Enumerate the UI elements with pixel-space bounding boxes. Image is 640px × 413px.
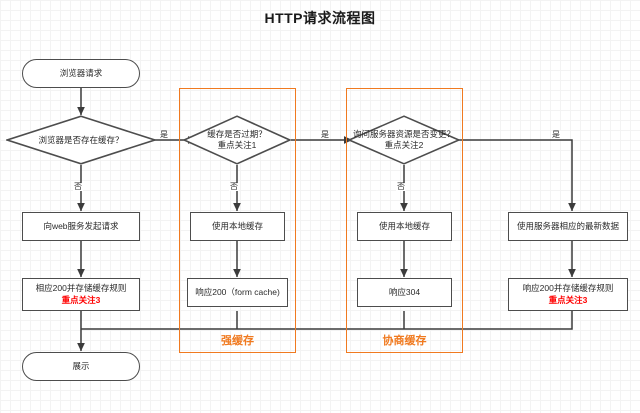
page-title: HTTP请求流程图 (264, 10, 376, 26)
node-use-latest-server-data[interactable]: 使用服务器相应的最新数据 (508, 212, 628, 241)
node-display[interactable]: 展示 (22, 352, 140, 381)
node-response-304[interactable]: 响应304 (357, 278, 452, 307)
node-decision-ask-server-changed[interactable]: 询问服务器资源是否变更？ 重点关注2 (348, 115, 460, 165)
node-highlight-note: 重点关注2 (384, 140, 424, 150)
node-label: 响应304 (388, 287, 421, 298)
group-label-strong-cache: 强缓存 (221, 335, 254, 347)
node-label: 浏览器是否存在缓存？ (38, 134, 124, 145)
node-use-local-cache-strong[interactable]: 使用本地缓存 (190, 212, 285, 241)
diamond-shape (348, 115, 460, 165)
diamond-shape (6, 115, 156, 165)
node-label: 响应200并存储缓存规则 (522, 283, 614, 294)
node-label: 展示 (72, 361, 90, 372)
node-label: 相应200并存储缓存规则 (35, 283, 127, 294)
node-highlight-note: 重点关注3 (61, 295, 101, 305)
node-label: 询问服务器资源是否变更？ (352, 129, 455, 140)
node-decision-cache-expired[interactable]: 缓存是否过期？ 重点关注1 (183, 115, 291, 165)
node-browser-request[interactable]: 浏览器请求 (22, 59, 140, 88)
node-label: 浏览器请求 (59, 68, 103, 79)
node-decision-browser-has-cache[interactable]: 浏览器是否存在缓存？ (6, 115, 156, 165)
node-response-200-from-cache[interactable]: 响应200（form cache) (187, 278, 288, 307)
node-label: 使用本地缓存 (378, 221, 430, 232)
edge-label-d2-no: 否 (229, 182, 239, 191)
edge-label-d3-no: 否 (396, 182, 406, 191)
edge-label-d3-yes: 是 (551, 130, 561, 139)
node-request-web-server[interactable]: 向web服务发起请求 (22, 212, 140, 241)
group-label-negotiation-cache: 协商缓存 (382, 335, 427, 347)
group-strong-cache: 强缓存 (179, 88, 296, 353)
edge-label-d2-yes: 是 (320, 130, 330, 139)
node-highlight-note: 重点关注3 (548, 295, 588, 305)
node-label: 使用本地缓存 (211, 221, 263, 232)
node-response-200-store-rules-left[interactable]: 相应200并存储缓存规则 重点关注3 (22, 278, 140, 311)
node-label: 缓存是否过期？ (207, 129, 267, 140)
node-highlight-note: 重点关注1 (217, 140, 257, 150)
edge-label-d1-no: 否 (73, 182, 83, 191)
node-label: 使用服务器相应的最新数据 (516, 221, 619, 232)
group-negotiation-cache: 协商缓存 (346, 88, 463, 353)
edge-label-d1-yes: 是 (159, 130, 169, 139)
diamond-shape (183, 115, 291, 165)
node-label: 向web服务发起请求 (43, 221, 119, 232)
node-use-local-cache-negotiation[interactable]: 使用本地缓存 (357, 212, 452, 241)
node-label: 响应200（form cache) (195, 287, 280, 298)
node-response-200-store-rules-right[interactable]: 响应200并存储缓存规则 重点关注3 (508, 278, 628, 311)
